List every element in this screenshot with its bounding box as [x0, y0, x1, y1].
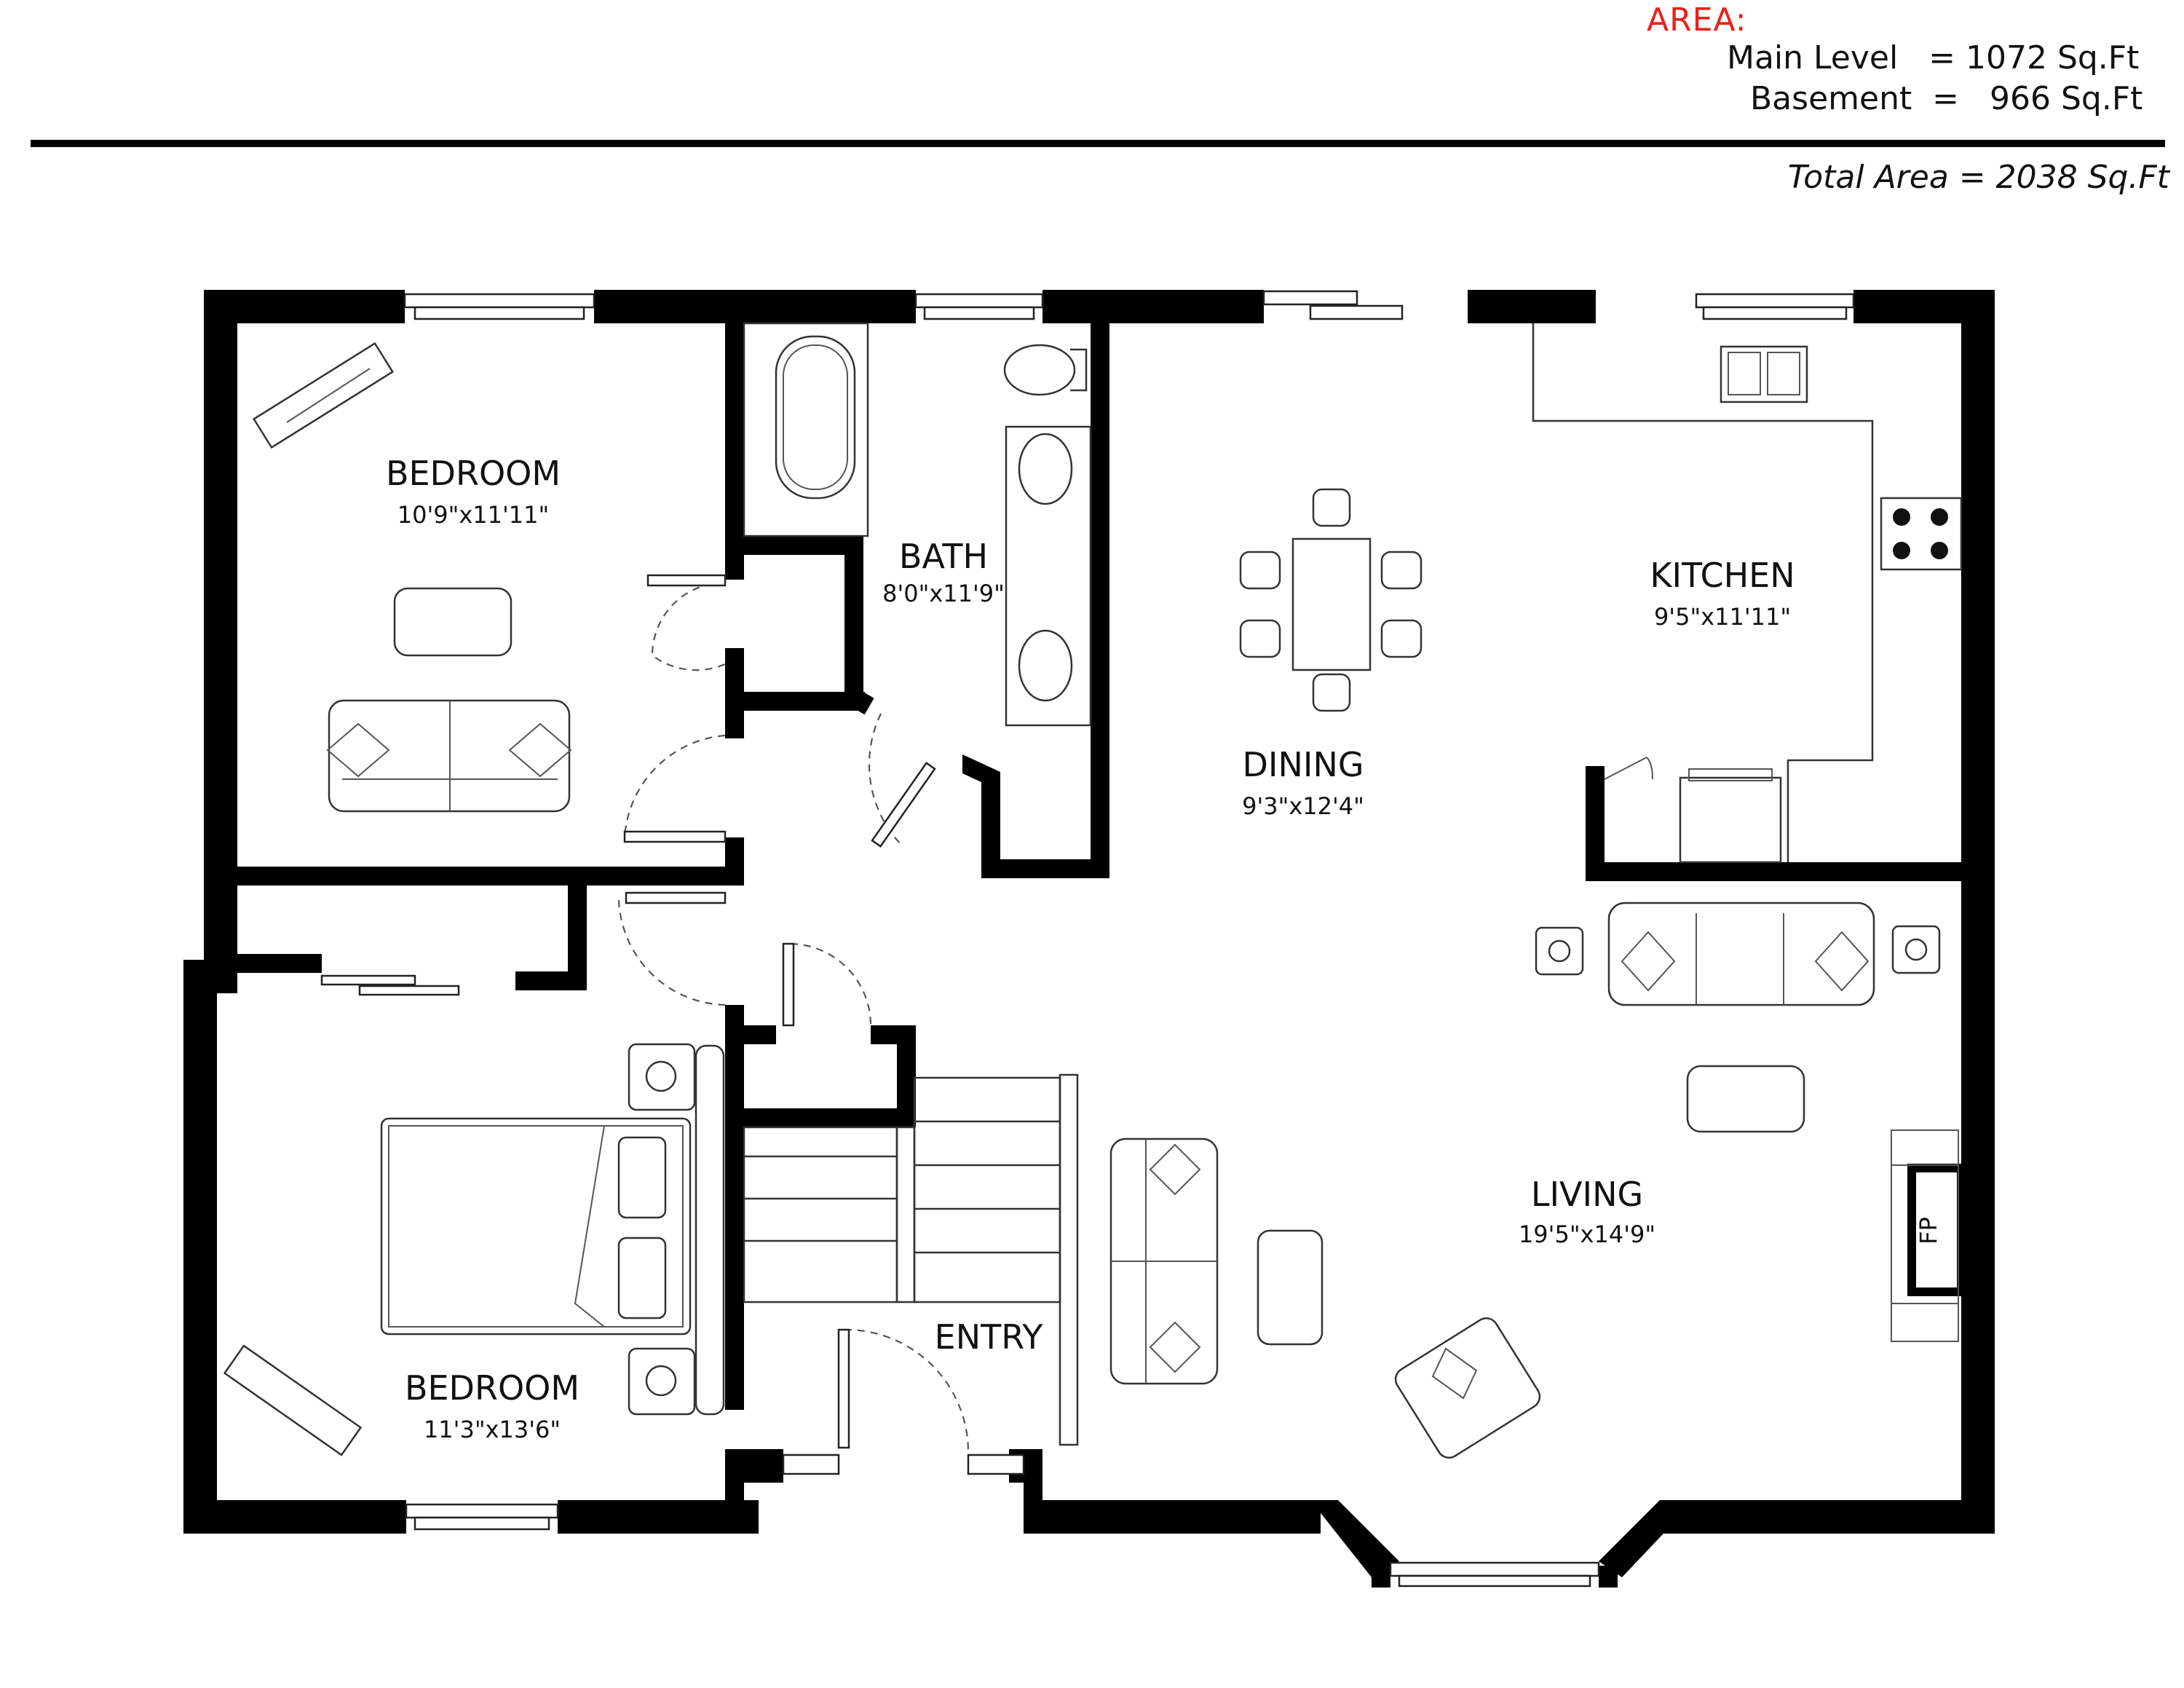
doors — [320, 574, 1653, 1475]
room-labels: BEDROOM 10'9"x11'11" BATH 8'0"x11'9" DIN… — [386, 454, 1942, 1443]
kitchen-label: KITCHEN — [1650, 556, 1795, 595]
bedroom1-furniture — [252, 342, 572, 813]
bedroom2-dims: 11'3"x13'6" — [424, 1416, 561, 1443]
bath-label: BATH — [899, 537, 988, 576]
bath-dims: 8'0"x11'9" — [882, 580, 1005, 607]
living-label: LIVING — [1531, 1175, 1643, 1214]
windows — [403, 290, 1855, 1588]
main-level-area: Main Level = 1072 Sq.Ft — [1727, 39, 2140, 76]
kitchen-counters — [1532, 323, 1963, 864]
fireplace-label: FP — [1915, 1217, 1942, 1245]
bedroom1-label: BEDROOM — [386, 454, 561, 493]
total-area: Total Area = 2038 Sq.Ft — [1787, 159, 2169, 196]
entry-label: ENTRY — [935, 1317, 1044, 1357]
dining-dims: 9'3"x12'4" — [1242, 792, 1364, 820]
walls — [183, 290, 1995, 1588]
staircase — [743, 1073, 1079, 1446]
area-heading: AREA: — [1647, 1, 1747, 39]
basement-area: Basement = 966 Sq.Ft — [1750, 80, 2143, 117]
kitchen-dims: 9'5"x11'11" — [1654, 603, 1791, 631]
bedroom2-label: BEDROOM — [405, 1368, 579, 1408]
living-furniture — [1109, 902, 1959, 1459]
dining-label: DINING — [1242, 745, 1364, 784]
bedroom1-dims: 10'9"x11'11" — [397, 501, 549, 529]
dining-table — [1239, 488, 1423, 712]
bedroom2-furniture — [223, 1043, 725, 1456]
bath-fixtures — [743, 322, 1092, 727]
living-dims: 19'5"x14'9" — [1519, 1220, 1655, 1248]
header-divider — [31, 140, 2165, 147]
